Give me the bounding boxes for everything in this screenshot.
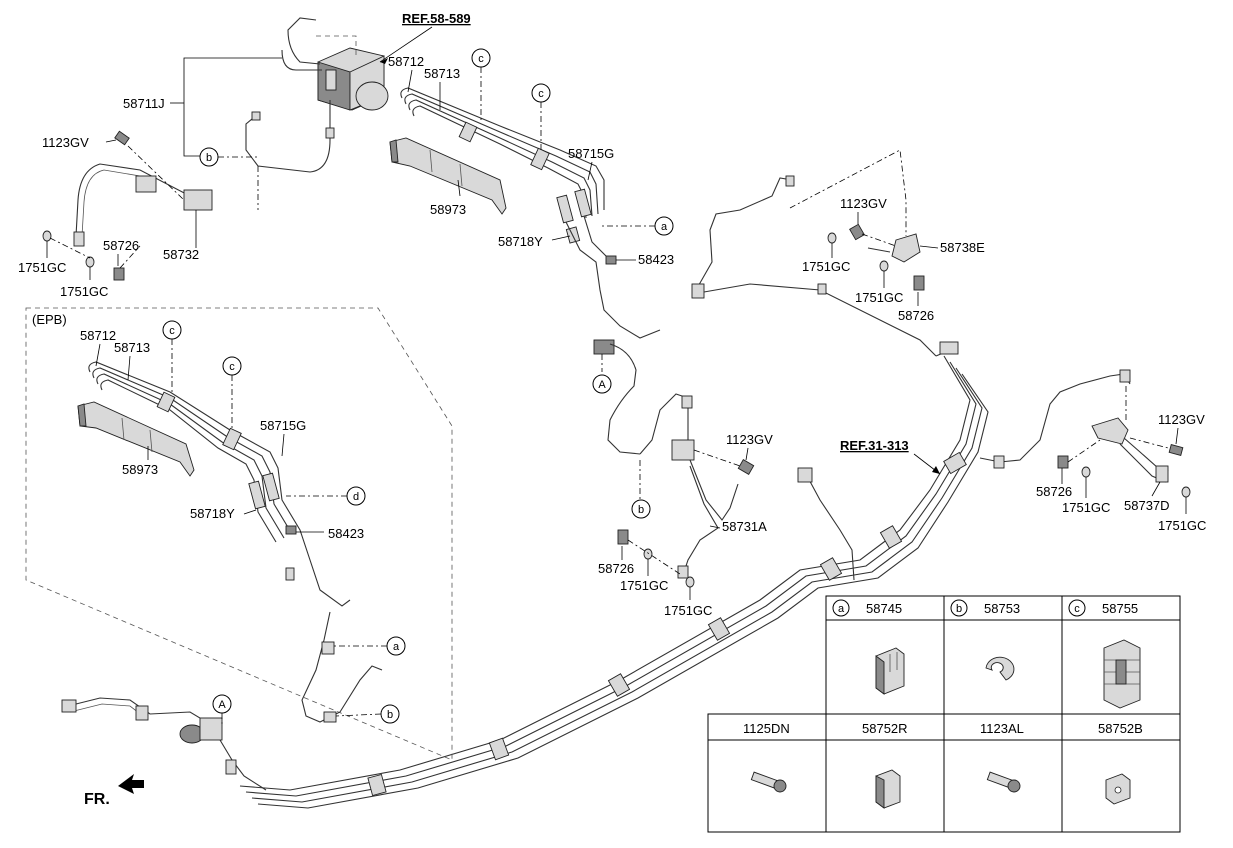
- legend-part-58753: 58753: [984, 601, 1020, 616]
- ref-31-label: REF.31-313: [840, 438, 909, 453]
- legend-letter-a: a: [838, 603, 845, 615]
- fr-label: FR.: [84, 791, 110, 808]
- legend-part-1123AL: 1123AL: [980, 721, 1024, 736]
- legend-part-58752R: 58752R: [862, 721, 908, 736]
- legend-part-58755: 58755: [1102, 601, 1138, 616]
- epb-label: (EPB): [32, 312, 67, 327]
- rear-right-top-group: 1123GV 58738E 1751GC 1751GC 58726: [691, 149, 985, 357]
- epb-label-58713: 58713: [114, 340, 150, 355]
- epb-callout-a: a: [393, 641, 400, 653]
- clip-58752R-icon: [875, 769, 901, 809]
- epb-callout-d: d: [353, 491, 359, 503]
- epb-callout-c-2: c: [229, 361, 235, 373]
- callout-A-1: A: [598, 379, 606, 391]
- legend-part-58745: 58745: [866, 601, 902, 616]
- callout-b-1: b: [206, 152, 212, 164]
- front-line-group: A FR.: [61, 694, 267, 808]
- abs-module: [317, 47, 389, 111]
- label-58423: 58423: [638, 252, 674, 267]
- label-1751GC-tl2: 1751GC: [60, 284, 108, 299]
- label-1123GV-tr: 1123GV: [840, 196, 887, 211]
- epb-label-58423: 58423: [328, 526, 364, 541]
- callout-b-2: b: [638, 504, 644, 516]
- callout-c-1: c: [478, 53, 484, 65]
- legend-letter-b: b: [956, 603, 962, 615]
- legend-part-1125DN: 1125DN: [743, 721, 790, 736]
- epb-label-58718Y: 58718Y: [190, 506, 235, 521]
- epb-heat-shield-58973: [77, 401, 195, 477]
- bracket-58737D: [1091, 417, 1129, 445]
- label-58713: 58713: [424, 66, 460, 81]
- bolt-1125DN-icon: [750, 771, 787, 793]
- epb-callout-b: b: [387, 709, 393, 721]
- label-58715G: 58715G: [568, 146, 614, 161]
- legend-letter-c: c: [1074, 603, 1080, 615]
- label-58726-r: 58726: [1036, 484, 1072, 499]
- parts-legend-table: a 58745 b 58753 c 58755 1125DN 58752R 11…: [707, 595, 1181, 833]
- epb-label-58712: 58712: [80, 328, 116, 343]
- epb-callout-c-1: c: [169, 325, 175, 337]
- label-58731A: 58731A: [722, 519, 767, 534]
- label-1123GV-mid: 1123GV: [726, 432, 773, 447]
- label-58726-tr: 58726: [898, 308, 934, 323]
- label-58973: 58973: [430, 202, 466, 217]
- label-1123GV-r: 1123GV: [1158, 412, 1205, 427]
- label-58737D: 58737D: [1124, 498, 1170, 513]
- bolt-1123AL-icon: [986, 771, 1021, 793]
- clip-58752B-icon: [1105, 773, 1131, 805]
- label-1751GC-mid2: 1751GC: [664, 603, 712, 618]
- label-58712: 58712: [388, 54, 424, 69]
- epb-label-58973: 58973: [122, 462, 158, 477]
- label-1751GC-mid1: 1751GC: [620, 578, 668, 593]
- label-1751GC-tl1: 1751GC: [18, 260, 66, 275]
- rear-right-hose-group: 1123GV 58726 1751GC 58737D 1751GC: [979, 369, 1206, 533]
- legend-part-58752B: 58752B: [1098, 721, 1143, 736]
- label-1751GC-tr1: 1751GC: [802, 259, 850, 274]
- callout-A-2: A: [218, 699, 226, 711]
- heat-shield-58973: [389, 137, 507, 215]
- label-58726-tl: 58726: [103, 238, 139, 253]
- label-58711J: 58711J: [123, 96, 165, 111]
- callout-a-1: a: [661, 221, 668, 233]
- label-58718Y: 58718Y: [498, 234, 543, 249]
- front-arrow-icon: [118, 774, 144, 794]
- label-58738E: 58738E: [940, 240, 985, 255]
- abs-module-group: REF.58-589 58711J b 58732 1123GV: [18, 11, 471, 299]
- label-1751GC-r1: 1751GC: [1062, 500, 1110, 515]
- callout-c-2: c: [538, 88, 544, 100]
- label-58732: 58732: [163, 247, 199, 262]
- clip-58755-icon: [1103, 639, 1141, 709]
- bracket-58738E: [867, 233, 921, 263]
- label-58726-mid: 58726: [598, 561, 634, 576]
- main-pipe-bundle-top: 58712 58713 c c 58715G 58973 58718Y 5842…: [388, 48, 674, 455]
- clip-58745-icon: [875, 647, 905, 695]
- main-pipe-bundle-diagonal: REF.31-313: [239, 355, 989, 809]
- ref-abs-label: REF.58-589: [402, 11, 471, 26]
- label-1751GC-tr2: 1751GC: [855, 290, 903, 305]
- label-1123GV-tl: 1123GV: [42, 135, 89, 150]
- clip-58753-icon: [985, 656, 1015, 681]
- rear-left-hose-group: b 1123GV 58731A 58726 1751GC 1751GC: [598, 393, 773, 618]
- epb-inset: (EPB) 58712 58713 c c 58715G 5: [25, 307, 453, 761]
- epb-label-58715G: 58715G: [260, 418, 306, 433]
- label-1751GC-r2: 1751GC: [1158, 518, 1206, 533]
